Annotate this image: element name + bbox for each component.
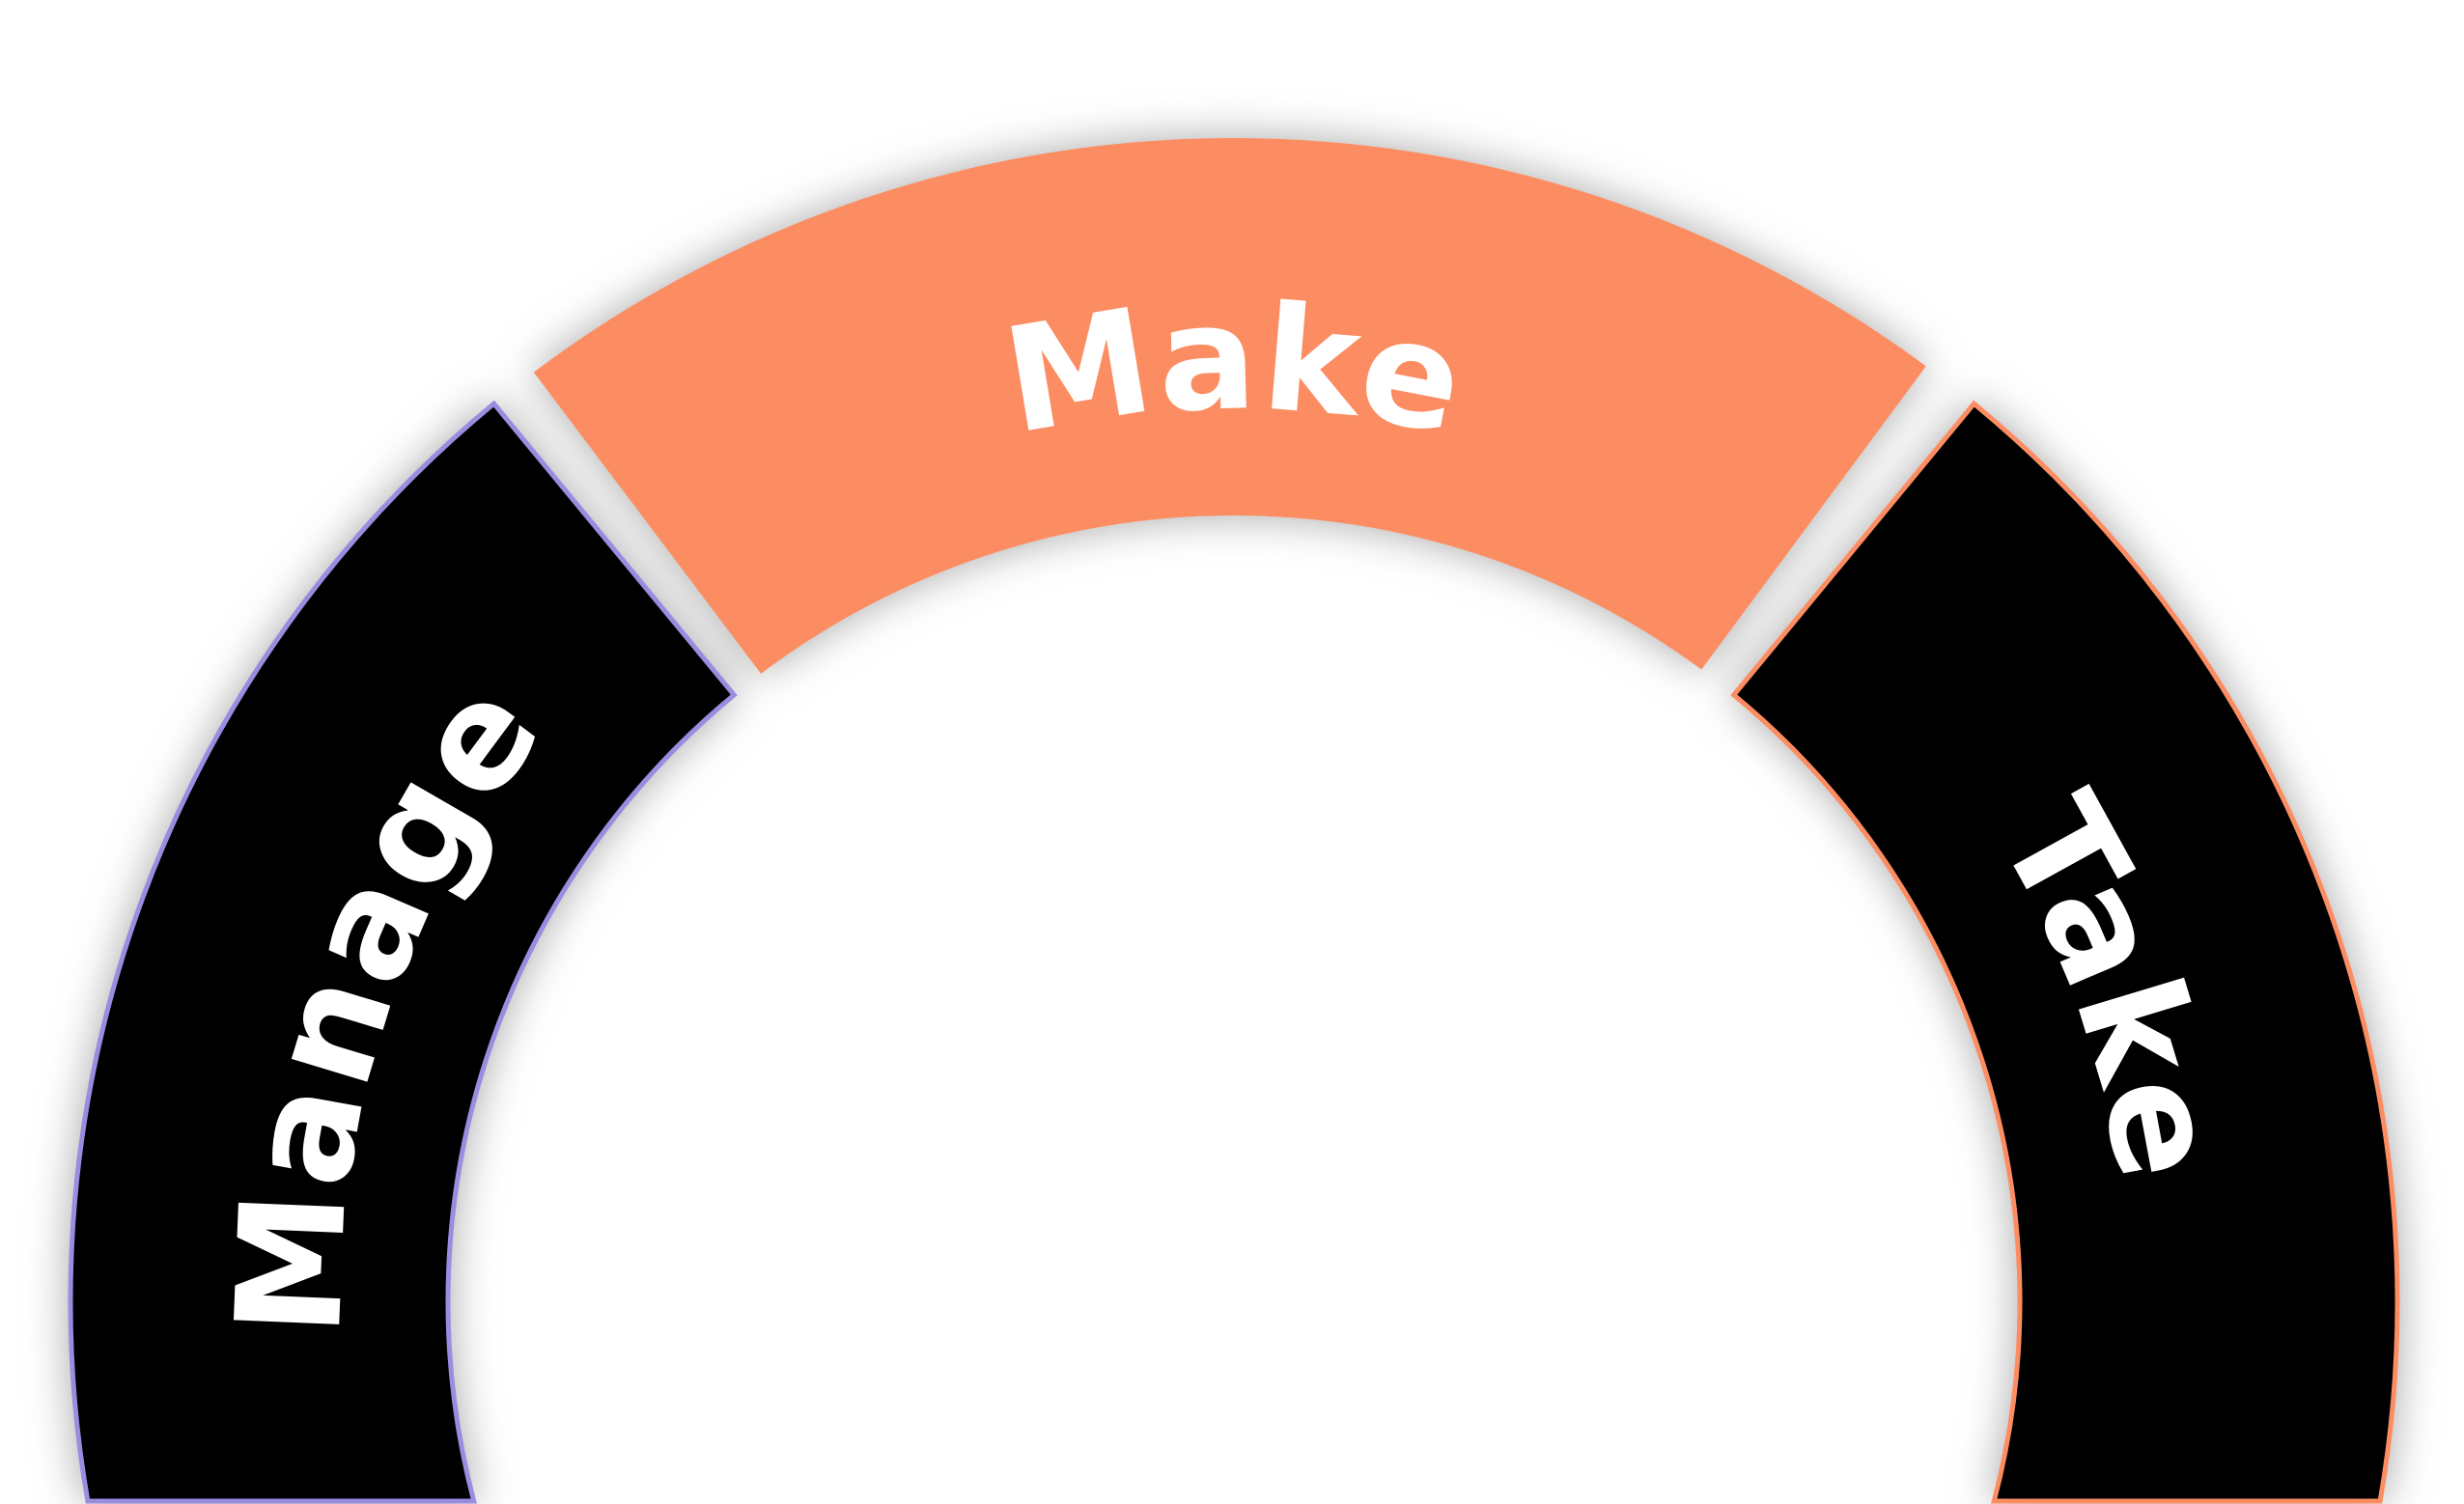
segment-make[interactable] — [533, 137, 1926, 674]
segment-manage[interactable] — [68, 400, 738, 1504]
segment-take[interactable] — [1730, 400, 2400, 1504]
segment-label-make: Make — [994, 274, 1477, 468]
